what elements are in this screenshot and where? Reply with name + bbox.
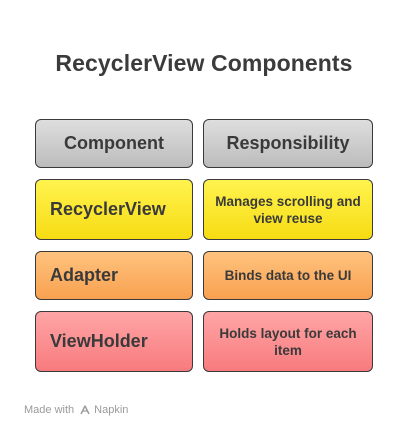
made-with-label: Made with [24, 404, 75, 416]
responsibility-adapter: Binds data to the UI [203, 251, 373, 300]
component-adapter: Adapter [35, 251, 193, 300]
diagram-title: RecyclerView Components [55, 50, 353, 76]
napkin-logo-icon [79, 404, 91, 416]
component-viewholder: ViewHolder [35, 311, 193, 372]
header-responsibility: Responsibility [203, 119, 373, 168]
responsibility-recyclerview: Manages scrolling and view reuse [203, 179, 373, 240]
napkin-brand: Napkin [94, 404, 129, 416]
footer-attribution: Made with Napkin [24, 402, 128, 418]
component-recyclerview: RecyclerView [35, 179, 193, 240]
header-component: Component [35, 119, 193, 168]
responsibility-viewholder: Holds layout for each item [203, 311, 373, 372]
